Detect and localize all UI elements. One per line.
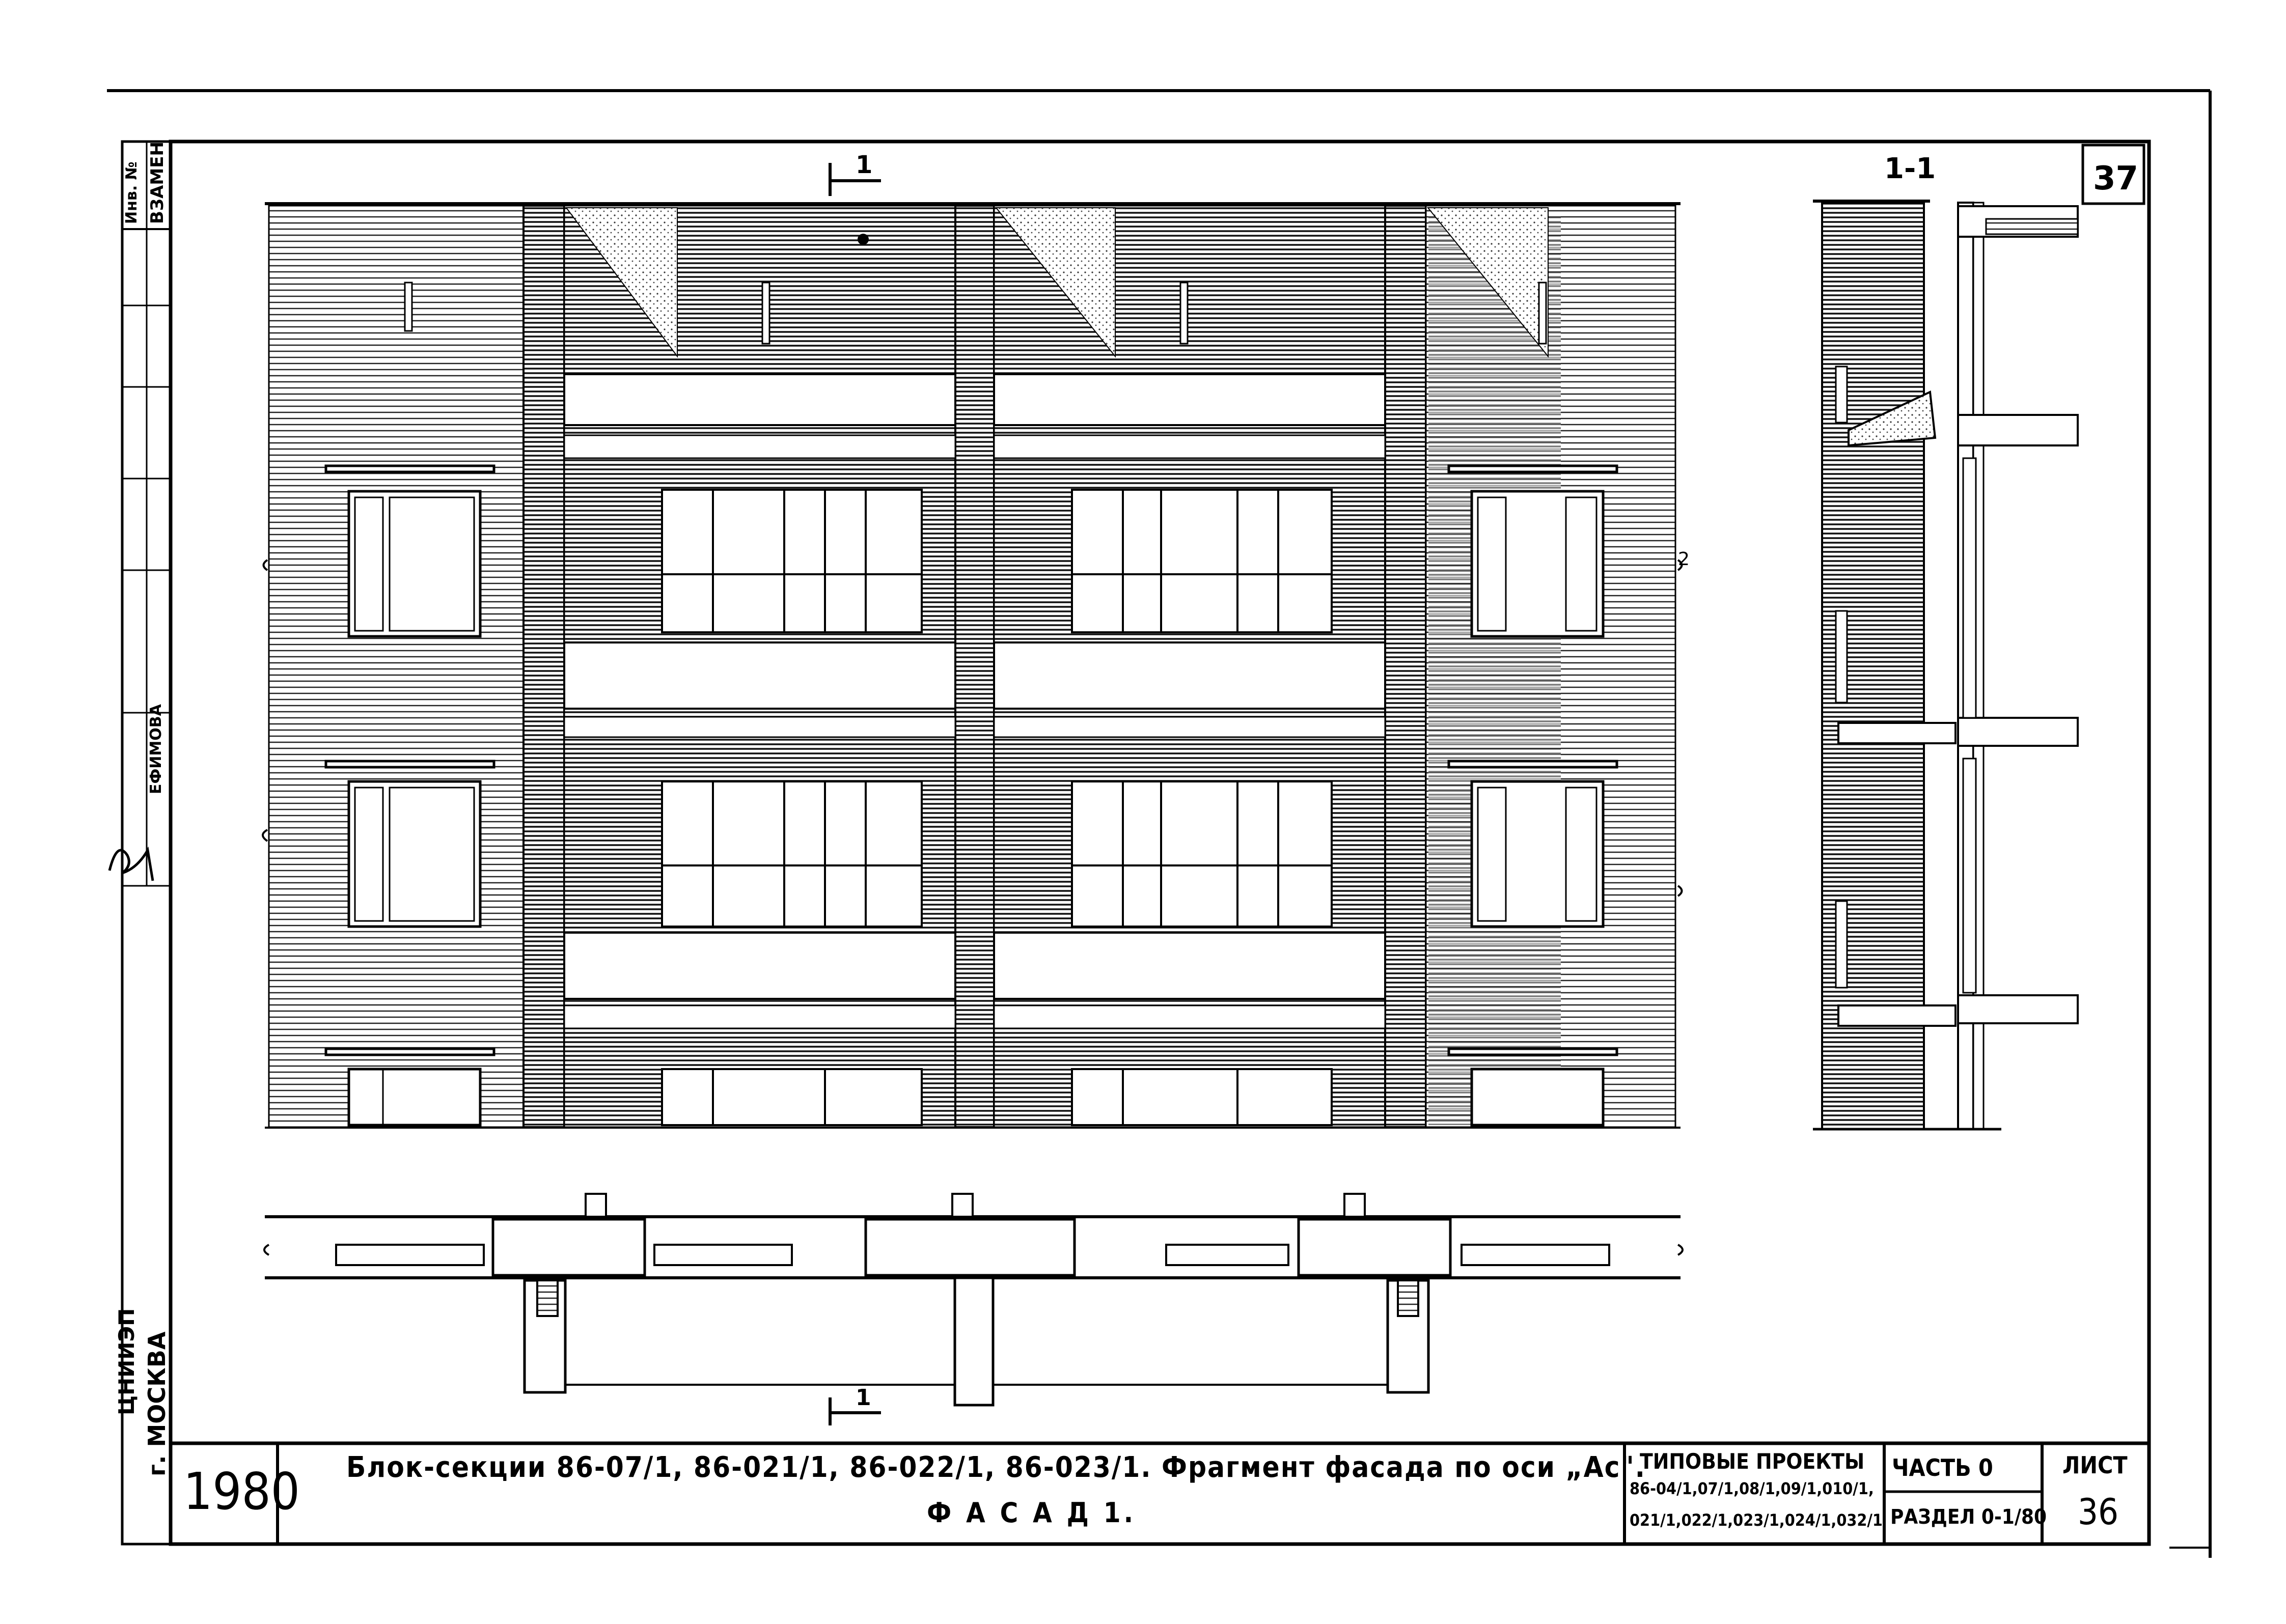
balcony-slab [563, 932, 956, 1000]
pilaster [522, 205, 565, 1128]
part-label: ЧАСТЬ 0 [1892, 1454, 1993, 1481]
corner-number: 37 [2093, 160, 2138, 198]
loggia-window [661, 489, 923, 1126]
break-mark-label: 2 [1678, 549, 1690, 570]
author-label: ЕФИМОВА [147, 704, 165, 794]
org-label: ЦНИИЭП [114, 1308, 139, 1415]
balcony-slab [563, 641, 956, 710]
sheet-number: 36 [2078, 1491, 2119, 1533]
pilaster [1384, 205, 1427, 1128]
section-title: 1-1 [1884, 152, 1936, 185]
wall-panel-left [268, 205, 525, 1128]
balcony-slab [993, 641, 1386, 710]
projects-line-1: 86-04/1,07/1,08/1,09/1,010/1, [1630, 1479, 1874, 1498]
sheet-subtitle: Ф А С А Д 1. [927, 1497, 1137, 1529]
projects-label: ТИПОВЫЕ ПРОЕКТЫ [1640, 1449, 1865, 1474]
balcony-slab [563, 373, 956, 426]
plan-fragment [263, 1193, 1684, 1407]
section-mark-top [829, 163, 881, 196]
window [324, 464, 495, 1127]
title-block [171, 1441, 2149, 1544]
year: 1980 [183, 1462, 300, 1521]
balcony-slab [993, 932, 1386, 1000]
corner-number-box [2081, 144, 2145, 205]
facade-elevation [262, 202, 1683, 1129]
pilaster [954, 205, 995, 1128]
section-mark-bottom [829, 1397, 881, 1425]
sheet-title: Блок-секции 86-07/1, 86-021/1, 86-022/1,… [346, 1451, 1646, 1484]
section-label: РАЗДЕЛ 0-1/80 [1890, 1505, 2047, 1529]
signature [108, 846, 154, 881]
inv-label: Инв. № [123, 161, 141, 224]
section-1-1 [1813, 200, 2079, 1131]
sheet-label: ЛИСТ [2062, 1451, 2128, 1479]
city-label: г. МОСКВА [143, 1331, 171, 1476]
projects-line-2: 021/1,022/1,023/1,024/1,032/1 [1630, 1510, 1883, 1530]
section-mark-bottom-label: 1 [856, 1385, 871, 1411]
replace-label: ВЗАМЕН [147, 142, 168, 224]
section-mark-top-label: 1 [856, 151, 872, 179]
loggia-window [1071, 489, 1333, 1126]
window [1447, 464, 1618, 1127]
balcony-slab [993, 373, 1386, 426]
